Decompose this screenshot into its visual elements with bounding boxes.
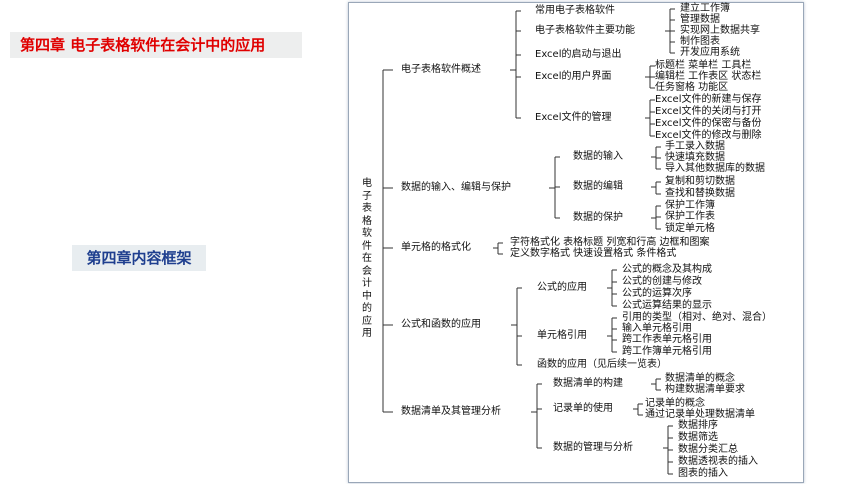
section-node: 数据的输入、编辑与保护 — [401, 182, 511, 193]
leaf-node: 复制和剪切数据 — [665, 176, 735, 187]
leaf-node: 记录单的概念 — [645, 398, 705, 409]
section-node: 公式和函数的应用 — [401, 319, 481, 330]
leaf-node: 保护工作簿 — [665, 200, 715, 211]
leaf-node: 通过记录单处理数据清单 — [645, 409, 755, 420]
leaf-node: 任务窗格 功能区 — [655, 82, 729, 93]
leaf-node: 导入其他数据库的数据 — [665, 163, 765, 174]
subsection-node: 记录单的使用 — [553, 403, 613, 414]
subsection-node: Excel的用户界面 — [535, 71, 612, 82]
subsection-node: 常用电子表格软件 — [535, 5, 615, 16]
leaf-node: 构建数据清单要求 — [665, 384, 745, 395]
leaf-node: 数据筛选 — [678, 432, 718, 443]
leaf-node: 数据透视表的插入 — [678, 456, 758, 467]
leaf-node: Excel文件的保密与备份 — [655, 118, 762, 129]
leaf-node: 编辑栏 工作表区 状态栏 — [655, 71, 762, 82]
leaf-node: 实现网上数据共享 — [680, 25, 760, 36]
subsection-node: 数据的输入 — [573, 151, 623, 162]
section-node: 电子表格软件概述 — [401, 64, 481, 75]
leaf-node: 开发应用系统 — [680, 47, 740, 58]
section-item: 定义数字格式 快速设置格式 条件格式 — [510, 248, 677, 259]
leaf-node: 保护工作表 — [665, 211, 715, 222]
leaf-node: 数据分类汇总 — [678, 444, 738, 455]
leaf-node: Excel文件的修改与删除 — [655, 130, 762, 141]
leaf-node: Excel文件的新建与保存 — [655, 94, 762, 105]
leaf-node: 图表的插入 — [678, 468, 728, 479]
chapter-title: 第四章 电子表格软件在会计中的应用 — [10, 32, 302, 58]
leaf-node: 公式的运算次序 — [622, 288, 692, 299]
leaf-node: 锁定单元格 — [665, 223, 715, 234]
subsection-node: 数据的编辑 — [573, 181, 623, 192]
subsection-node: 电子表格软件主要功能 — [535, 25, 635, 36]
leaf-node: 公式的创建与修改 — [622, 276, 702, 287]
leaf-node: 数据排序 — [678, 420, 718, 431]
leaf-node: 跨工作表单元格引用 — [622, 334, 712, 345]
section-node: 数据清单及其管理分析 — [401, 406, 501, 417]
leaf-node: 制作图表 — [680, 36, 720, 47]
root-node-label: 电子表格软件在会计中的应用 — [362, 178, 372, 339]
leaf-node: 公式的概念及其构成 — [622, 264, 712, 275]
leaf-node: 查找和替换数据 — [665, 188, 735, 199]
leaf-node: 公式运算结果的显示 — [622, 300, 712, 311]
leaf-node: 数据清单的概念 — [665, 373, 735, 384]
leaf-node: 跨工作簿单元格引用 — [622, 346, 712, 357]
leaf-node: 引用的类型（相对、绝对、混合） — [622, 312, 772, 323]
section-node: 单元格的格式化 — [401, 242, 471, 253]
leaf-node: Excel文件的关闭与打开 — [655, 106, 762, 117]
leaf-node: 标题栏 菜单栏 工具栏 — [655, 60, 752, 71]
leaf-node: 输入单元格引用 — [622, 323, 692, 334]
subsection-node: 数据清单的构建 — [553, 378, 623, 389]
subsection-node: 数据的管理与分析 — [553, 442, 633, 453]
subsection-node: Excel文件的管理 — [535, 112, 612, 123]
subsection-node: 公式的应用 — [537, 282, 587, 293]
leaf-node: 手工录入数据 — [665, 141, 725, 152]
leaf-node: 管理数据 — [680, 14, 720, 25]
section-item: 字符格式化 表格标题 列宽和行高 边框和图案 — [510, 237, 710, 248]
leaf-node: 快速填充数据 — [665, 152, 725, 163]
subsection-node: 单元格引用 — [537, 330, 587, 341]
section-subtitle: 第四章内容框架 — [72, 245, 206, 271]
subsection-node: 函数的应用（见后续一览表） — [537, 359, 667, 370]
subsection-node: Excel的启动与退出 — [535, 49, 622, 60]
diagram-frame — [348, 2, 804, 483]
leaf-node: 建立工作簿 — [680, 3, 730, 14]
subsection-node: 数据的保护 — [573, 212, 623, 223]
